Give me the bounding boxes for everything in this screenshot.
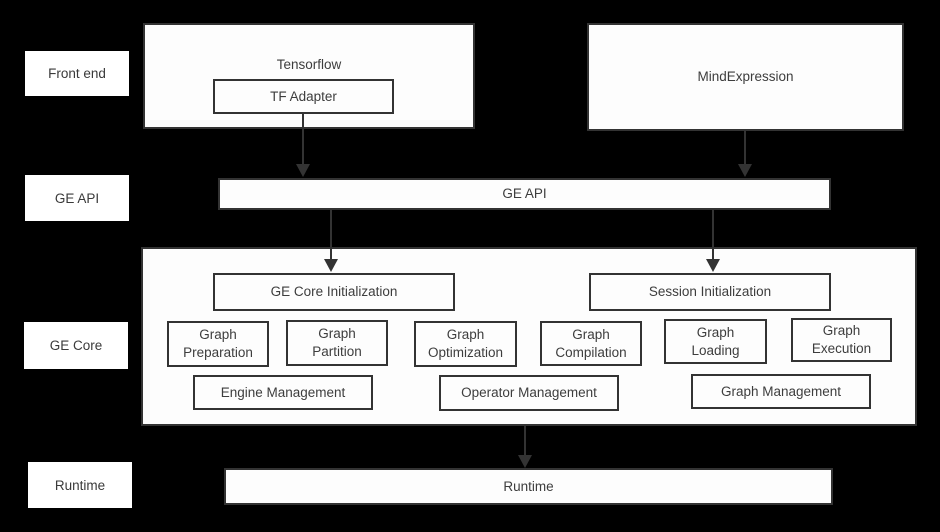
stage-box-graph-partition: Graph Partition [286,320,388,366]
stage-label: Graph Partition [312,326,362,359]
stage-label: Graph Preparation [183,327,253,360]
arrow-shaft [524,425,526,455]
stage-label: Graph Execution [811,323,872,356]
stage-label: Graph Optimization [427,327,504,360]
ge-api-bar: GE API [218,178,831,210]
operator-management-box: Operator Management [439,375,619,411]
row-label-front-end: Front end [25,51,129,96]
arrow-head-icon [738,164,752,177]
stage-box-graph-optimization: Graph Optimization [414,321,517,367]
arrow-ge-core-to-runtime [518,425,532,468]
ge-core-initialization-box: GE Core Initialization [213,273,455,311]
tensorflow-box: Tensorflow TF Adapter [143,23,475,129]
engine-management-box: Engine Management [193,375,373,410]
arrow-head-icon [324,259,338,272]
arrow-tf-adapter-to-ge-api [296,114,310,177]
row-label-ge-api: GE API [25,175,129,221]
stage-label: Graph Compilation [555,326,627,360]
ge-core-box: GE Core Initialization Session Initializ… [141,247,917,426]
graph-management-box: Graph Management [691,374,871,409]
row-label-ge-core: GE Core [24,322,128,369]
arrow-shaft [302,114,304,164]
stage-label: Graph Loading [691,324,740,358]
arrow-head-icon [296,164,310,177]
runtime-bar: Runtime [224,468,833,505]
arrow-head-icon [706,259,720,272]
session-initialization-box: Session Initialization [589,273,831,311]
arrow-shaft [744,131,746,164]
arrow-ge-api-to-ge-core-init [324,210,338,272]
tf-adapter-box: TF Adapter [213,79,394,114]
stage-box-graph-execution: Graph Execution [791,318,892,362]
stage-box-graph-preparation: Graph Preparation [167,321,269,367]
arrow-shaft [712,210,714,259]
arrow-mindexpression-to-ge-api [738,131,752,177]
tensorflow-label: Tensorflow [276,57,342,72]
mindexpression-box: MindExpression [587,23,904,131]
arrow-head-icon [518,455,532,468]
row-label-runtime: Runtime [28,462,132,508]
stage-box-graph-loading: Graph Loading [664,319,767,364]
stage-box-graph-compilation: Graph Compilation [540,321,642,366]
arrow-ge-api-to-session-init [706,210,720,272]
arrow-shaft [330,210,332,259]
